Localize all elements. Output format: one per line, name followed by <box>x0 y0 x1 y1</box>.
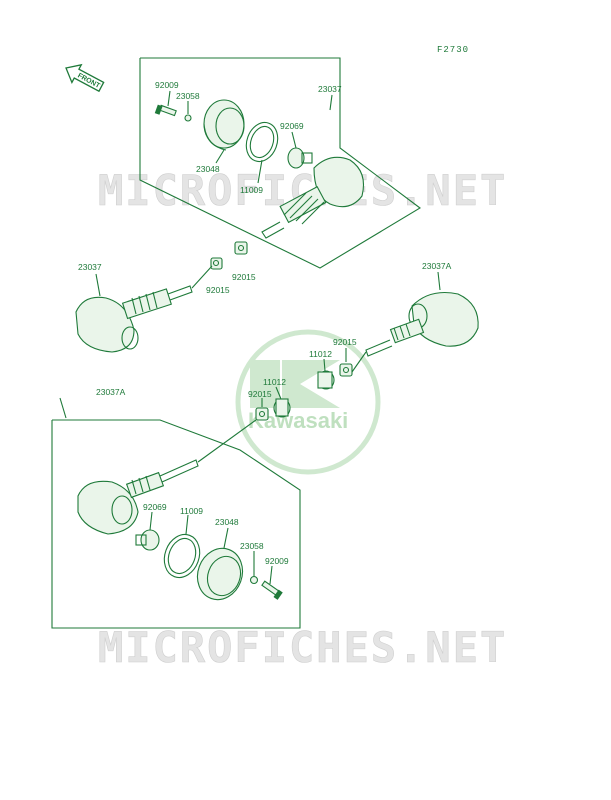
figure-code: F2730 <box>437 45 469 55</box>
screw-92009-top <box>154 104 177 117</box>
label-92069-bottom: 92069 <box>143 502 167 512</box>
bottom-assembly: 23037A 92069 11009 23048 23058 92009 <box>51 387 301 629</box>
label-11009-bottom: 11009 <box>180 506 203 516</box>
label-92015-b: 92015 <box>232 272 256 282</box>
washer-23058-bottom <box>249 575 259 585</box>
wire-right <box>351 351 367 373</box>
front-arrow-icon: FRONT <box>65 63 105 93</box>
label-11012-b: 11012 <box>263 377 286 387</box>
label-23048-top: 23048 <box>196 164 220 174</box>
watermark-bottom: MICROFICHES.NET <box>98 623 507 672</box>
top-assembly-outline <box>139 57 421 269</box>
collar-11012-b <box>273 398 291 418</box>
label-11009-top: 11009 <box>240 185 263 195</box>
housing-23037A-bottom <box>77 419 257 535</box>
top-assembly: 92009 23058 23037 92069 23048 11009 <box>139 57 421 269</box>
wire-left <box>191 265 213 289</box>
housing-23037-left <box>75 273 193 353</box>
collar-11012-a <box>317 370 335 390</box>
label-92015-c: 92015 <box>333 337 357 347</box>
label-92009-bottom: 92009 <box>265 556 289 566</box>
label-11012-a: 11012 <box>309 349 332 359</box>
label-23037-top: 23037 <box>318 84 342 94</box>
label-23048-bottom: 23048 <box>215 517 239 527</box>
label-23037A-right: 23037A <box>422 261 452 271</box>
nut-92015-d <box>255 407 269 421</box>
bulb-92069-top <box>287 147 313 169</box>
watermark-top: MICROFICHES.NET <box>98 166 507 215</box>
bulb-92069-bottom <box>135 529 160 551</box>
screw-92009-bottom <box>261 580 283 600</box>
label-92069-top: 92069 <box>280 121 304 131</box>
label-92015-a: 92015 <box>206 285 230 295</box>
bottom-assembly-outline <box>51 419 301 629</box>
housing-23037-top <box>261 156 365 239</box>
gasket-11009-top <box>245 121 279 163</box>
lens-cover-23048-top <box>203 99 245 151</box>
label-92015-d: 92015 <box>248 389 272 399</box>
label-23058-top: 23058 <box>176 91 200 101</box>
label-23037-left: 23037 <box>78 262 102 272</box>
kawasaki-logo-watermark: Kawasaki <box>235 329 381 475</box>
label-23058-bottom: 23058 <box>240 541 264 551</box>
nut-92015-b <box>234 241 248 255</box>
nut-92015-a <box>210 257 223 270</box>
lens-cover-23048-bottom <box>196 547 244 601</box>
housing-23037A-right <box>365 271 479 357</box>
washer-23058-top <box>184 114 192 122</box>
label-92009-top: 92009 <box>155 80 179 90</box>
nut-92015-c <box>339 363 353 377</box>
gasket-11009-bottom <box>163 533 201 579</box>
label-23037A-bottom: 23037A <box>96 387 126 397</box>
